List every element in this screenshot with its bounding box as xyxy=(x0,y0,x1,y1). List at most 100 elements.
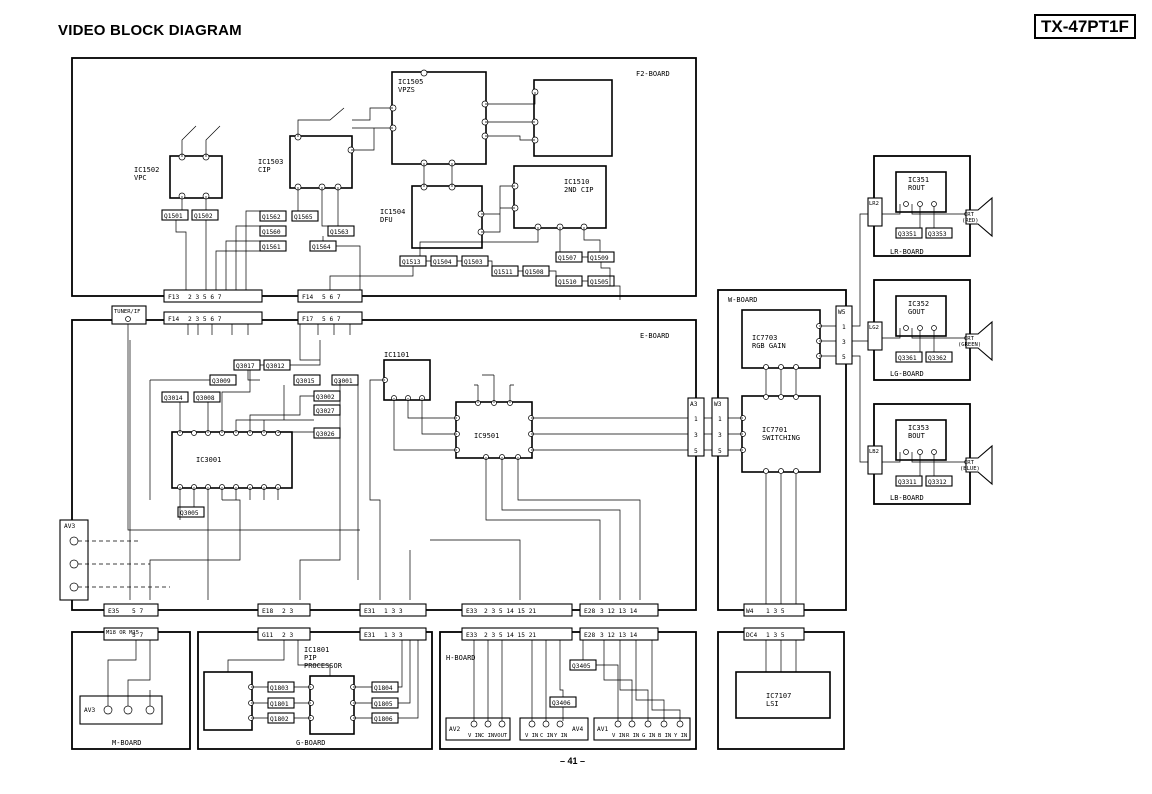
ic1101-chip xyxy=(383,359,431,401)
connector-dc4 xyxy=(743,627,805,641)
transistor-label: Q3405 xyxy=(572,663,591,670)
connector-lg2 xyxy=(867,321,883,351)
connector-label: E28 xyxy=(584,632,595,639)
av3-terminal-label: AV3 xyxy=(84,707,95,714)
ic352-label: IC352 xyxy=(908,300,929,308)
page-title: VIDEO BLOCK DIAGRAM xyxy=(58,22,242,39)
ic351-label: IC351 xyxy=(908,176,929,184)
transistor-box xyxy=(291,210,319,222)
transistor-label: Q1511 xyxy=(494,269,513,276)
ic1505-output-block xyxy=(533,79,613,157)
transistor-label: Q3311 xyxy=(898,479,917,486)
connector-pin-numbers: 5 6 7 xyxy=(322,294,341,301)
ic1801-function-2: PROCESSOR xyxy=(304,662,343,670)
connector-w5 xyxy=(835,305,853,365)
ic7701-label: IC7701 xyxy=(762,426,787,434)
connector-label: LR2 xyxy=(869,201,879,207)
board-label-w: W-BOARD xyxy=(728,296,758,304)
connector-a3 xyxy=(687,397,705,457)
ic351-function: ROUT xyxy=(908,184,926,192)
connector-label: G11 xyxy=(262,632,273,639)
connector-label: A3 xyxy=(690,401,698,408)
ic1510-chip xyxy=(513,165,607,229)
connector-label: LB2 xyxy=(869,449,879,455)
ic1801-function: PIP xyxy=(304,654,317,662)
connector-label: W4 xyxy=(746,608,754,615)
connector-pin-numbers: 3 xyxy=(694,432,698,439)
connector-m18 xyxy=(103,627,159,641)
connector-e31 xyxy=(359,603,427,617)
connector-pin-numbers: 1 3 5 xyxy=(766,608,785,615)
connector-label: W3 xyxy=(714,401,722,408)
board-label-e: E-BOARD xyxy=(640,332,670,340)
connector-label: W5 xyxy=(838,309,846,316)
m-board-jack xyxy=(123,705,133,715)
connector-label: M18 OR M15 xyxy=(106,630,139,636)
board-label-h: H-BOARD xyxy=(446,654,476,662)
connector-pin-numbers: 5 6 7 xyxy=(322,316,341,323)
board-label-m: M-BOARD xyxy=(112,739,142,747)
ic1503-chip xyxy=(289,135,353,189)
transistor-label: Q3014 xyxy=(164,395,183,402)
transistor-label: Q1804 xyxy=(374,685,393,692)
transistor-label: Q3361 xyxy=(898,355,917,362)
ic9501-label: IC9501 xyxy=(474,432,499,440)
transistor-label: Q3026 xyxy=(316,431,335,438)
connector-label: E33 xyxy=(466,608,477,615)
transistor-label: Q1802 xyxy=(270,716,289,723)
connector-label: F14 xyxy=(302,294,313,301)
ic1504-chip xyxy=(411,185,483,249)
ic352-pin xyxy=(917,325,923,331)
av3-jacks xyxy=(69,536,79,592)
transistor-box xyxy=(161,391,189,403)
transistor-label: Q1508 xyxy=(525,269,544,276)
crt-green-icon xyxy=(965,320,993,362)
av3-label: AV3 xyxy=(64,523,75,530)
page-number: – 41 – xyxy=(560,756,586,766)
connector-pin-numbers: 2 3 xyxy=(282,608,293,615)
connector-label: DC4 xyxy=(746,632,757,639)
ic7703-label: IC7703 xyxy=(752,334,777,342)
crt-red-color: (RED) xyxy=(962,218,979,224)
av2-pin-label: VOUT xyxy=(494,733,508,739)
transistor-box xyxy=(895,475,923,487)
connector-label: E35 xyxy=(108,608,119,615)
connector-pin-numbers: 2 3 5 14 15 21 xyxy=(484,632,536,639)
tuner-if-box xyxy=(111,305,147,325)
av2-terminal-panel xyxy=(445,717,511,741)
ic1801-chip xyxy=(309,675,355,735)
transistor-label: Q1507 xyxy=(558,255,577,262)
transistor-label: Q1560 xyxy=(262,229,281,236)
connector-pin-numbers: 1 xyxy=(842,324,846,331)
connector-label: F14 xyxy=(168,316,179,323)
transistor-label: Q1502 xyxy=(194,213,213,220)
connector-lr2 xyxy=(867,197,883,227)
connector-pin-numbers: 3 12 13 14 xyxy=(600,608,638,615)
crt-green-color: (GREEN) xyxy=(958,342,981,348)
transistor-box xyxy=(925,227,953,239)
ic352-pin xyxy=(903,325,909,331)
connector-pin-numbers: 5 7 xyxy=(132,632,143,639)
transistor-box xyxy=(193,391,221,403)
ic7107-chip xyxy=(735,671,831,719)
tuner-label: TUNER/IF xyxy=(114,309,141,315)
ic1504-function: DFU xyxy=(380,216,393,224)
transistor-label: Q1513 xyxy=(402,259,421,266)
ic7107-label: IC7107 xyxy=(766,692,791,700)
connector-f14 xyxy=(163,311,263,325)
ic1502-label: IC1502 xyxy=(134,166,159,174)
crt-blue-color: (BLUE) xyxy=(960,466,980,472)
ic1502-function: VPC xyxy=(134,174,147,182)
transistor-label: Q3015 xyxy=(296,378,315,385)
transistor-box xyxy=(177,506,205,518)
ic1503-function: CIP xyxy=(258,166,271,174)
connector-pin-numbers: 5 7 xyxy=(132,608,143,615)
e-lower-connectors: E35 5 7 E18 2 3 E31 1 3 3 E33 2 3 5 14 1… xyxy=(103,603,659,617)
ic353-function: BOUT xyxy=(908,432,926,440)
connector-lb2 xyxy=(867,445,883,475)
ic353-pin xyxy=(917,449,923,455)
transistor-box xyxy=(925,475,953,487)
ic1505-label: IC1505 xyxy=(398,78,423,86)
connector-pin-numbers: 2 3 5 14 15 21 xyxy=(484,608,536,615)
ic1503-label: IC1503 xyxy=(258,158,283,166)
